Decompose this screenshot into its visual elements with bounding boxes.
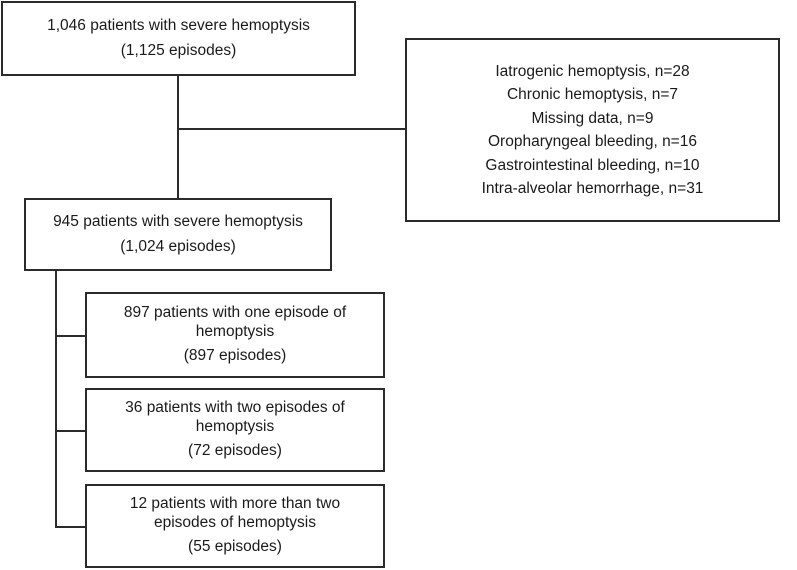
exclusion-item: Chronic hemoptysis, n=7 xyxy=(506,86,678,103)
middle-box-episodes: (1,024 episodes) xyxy=(120,237,236,255)
connector-branch-3 xyxy=(55,526,86,528)
branch-box-two-episodes: 36 patients with two episodes of hemopty… xyxy=(85,388,385,472)
middle-box: 945 patients with severe hemoptysis (1,0… xyxy=(24,198,332,271)
connector-middle-to-branches xyxy=(55,270,57,528)
connector-branch-2 xyxy=(55,430,86,432)
exclusion-item: Missing data, n=9 xyxy=(531,109,654,127)
top-box: 1,046 patients with severe hemoptysis (1… xyxy=(1,1,356,76)
top-box-patients: 1,046 patients with severe hemoptysis xyxy=(47,16,310,34)
branch-box-line: episodes of hemoptysis xyxy=(154,513,316,531)
connector-top-to-middle xyxy=(177,75,179,199)
connector-to-exclusions xyxy=(177,128,406,130)
exclusion-item: Oropharyngeal bleeding, n=16 xyxy=(488,133,697,150)
branch-box-episodes: (897 episodes) xyxy=(183,347,287,365)
branch-box-line: 897 patients with one episode of xyxy=(123,303,347,321)
branch-box-episodes: (55 episodes) xyxy=(188,538,282,556)
branch-box-line: hemoptysis xyxy=(195,417,275,435)
branch-box-line: 12 patients with more than two xyxy=(129,494,341,512)
exclusion-item: Intra-alveolar hemorrhage, n=31 xyxy=(481,180,704,197)
middle-box-patients: 945 patients with severe hemoptysis xyxy=(53,212,303,230)
branch-box-episodes: (72 episodes) xyxy=(188,442,282,460)
top-box-episodes: (1,125 episodes) xyxy=(120,41,237,59)
exclusion-item: Gastrointestinal bleeding, n=10 xyxy=(485,156,700,174)
branch-box-more-than-two: 12 patients with more than two episodes … xyxy=(85,484,385,568)
branch-box-line: hemoptysis xyxy=(195,322,275,340)
connector-branch-1 xyxy=(55,335,86,337)
branch-box-line: 36 patients with two episodes of xyxy=(125,398,345,416)
branch-box-one-episode: 897 patients with one episode of hemopty… xyxy=(85,292,385,378)
exclusions-box: Iatrogenic hemoptysis, n=28 Chronic hemo… xyxy=(405,38,780,222)
exclusion-item: Iatrogenic hemoptysis, n=28 xyxy=(495,62,690,80)
